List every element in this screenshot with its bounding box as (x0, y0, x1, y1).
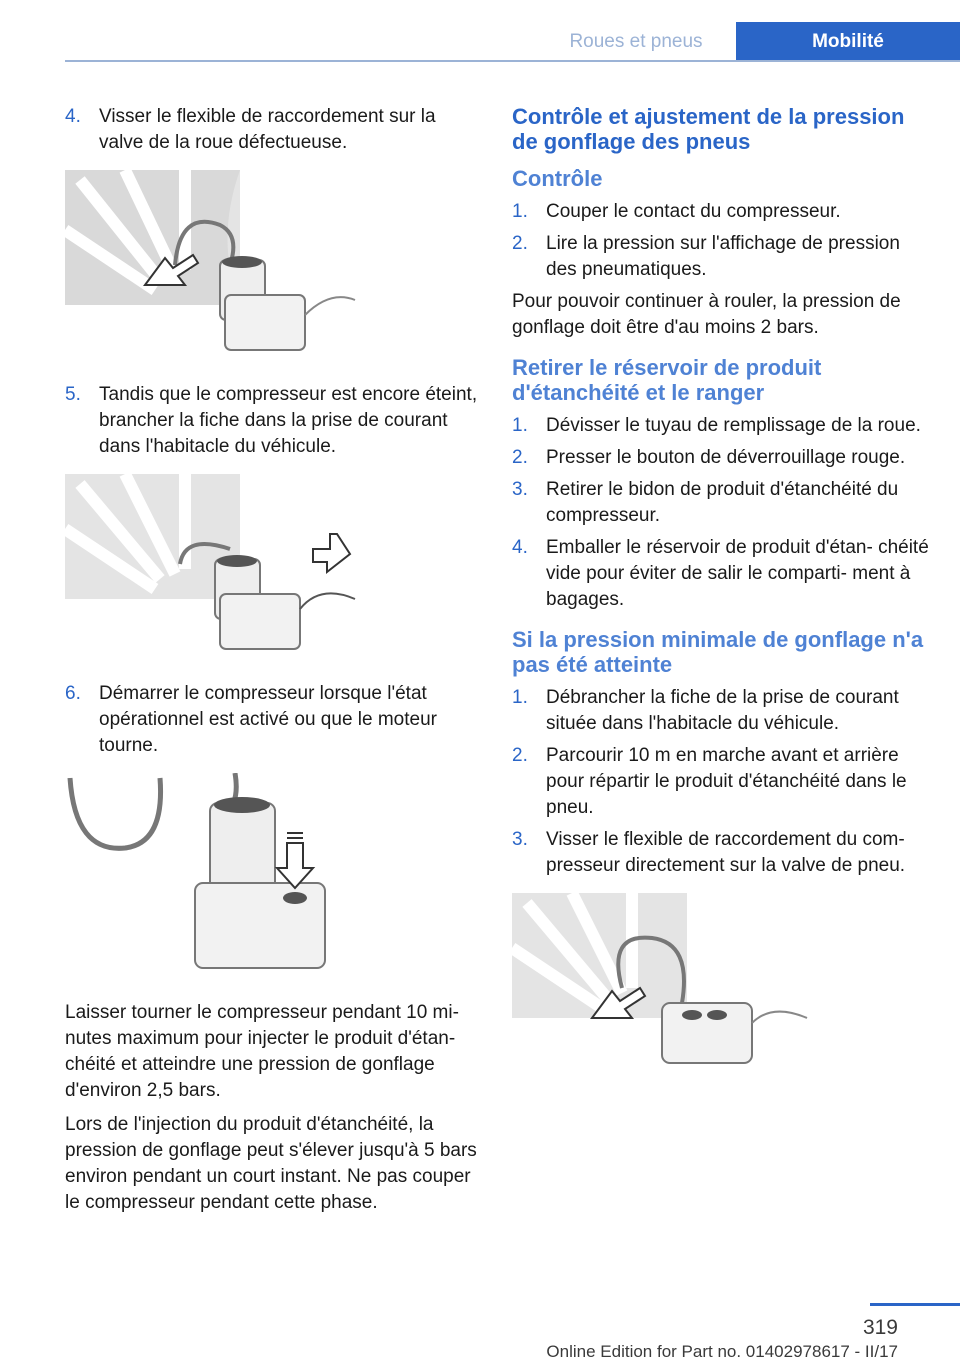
step-number: 2. (512, 745, 528, 766)
check-step-2: 2. Lire la pression sur l'affichage de p… (512, 231, 932, 283)
figure-hose-on-valve (65, 170, 480, 360)
edition-info: Online Edition for Part no. 01402978617 … (546, 1342, 898, 1361)
step-number: 6. (65, 683, 81, 704)
step-text: Visser le flexible de raccordement sur l… (99, 106, 436, 153)
step-number: 3. (512, 829, 528, 850)
step-number: 1. (512, 687, 528, 708)
step-number: 2. (512, 233, 528, 254)
paragraph-duration: Laisser tourner le compresseur pendant 1… (65, 1002, 459, 1101)
step-number: 5. (65, 384, 81, 405)
step-text: Tandis que le compresseur est encore éte… (99, 384, 478, 457)
illustration-compressor-direct (512, 893, 808, 1064)
figure-start-compressor (65, 773, 480, 978)
step-number: 3. (512, 479, 528, 500)
page-number: 319 (862, 1316, 898, 1339)
left-column: 4. Visser le flexible de raccordement su… (65, 104, 480, 1224)
pressure-step-2: 2. Parcourir 10 m en marche avant et arr… (512, 743, 932, 821)
section-heading: Contrôle et ajustement de la pression de… (512, 104, 905, 154)
paragraph-min-pressure: Pour pouvoir continuer à rouler, la pres… (512, 291, 901, 338)
step-text: Emballer le réservoir de produit d'étan‐… (546, 537, 929, 610)
step-number: 1. (512, 415, 528, 436)
subheading-remove-bottle: Retirer le réservoir de produit d'étanch… (512, 355, 822, 405)
step-text: Retirer le bidon de produit d'étanchéité… (546, 479, 899, 526)
illustration-compressor-button (67, 773, 326, 969)
pressure-step-3: 3. Visser le flexible de raccordement du… (512, 827, 932, 879)
step-5: 5. Tandis que le compresseur est encore … (65, 382, 480, 460)
step-text: Visser le flexible de raccordement du co… (546, 829, 906, 876)
remove-step-1: 1. Dévisser le tuyau de remplissage de l… (512, 413, 932, 439)
step-number: 4. (512, 537, 528, 558)
header-rule (65, 60, 960, 62)
step-text: Dévisser le tuyau de remplissage de la r… (546, 415, 921, 436)
figure-hose-direct-valve (512, 893, 932, 1083)
step-number: 4. (65, 106, 81, 127)
paragraph-pressure-peak: Lors de l'injection du produit d'étanché… (65, 1114, 477, 1213)
remove-step-4: 4. Emballer le réservoir de produit d'ét… (512, 535, 932, 613)
page-header: Roues et pneus Mobilité (65, 22, 960, 62)
illustration-compressor-plug (65, 474, 356, 650)
step-text: Lire la pression sur l'affichage de pres… (546, 233, 900, 280)
step-text: Presser le bouton de déverrouillage roug… (546, 447, 906, 468)
step-4: 4. Visser le flexible de raccordement su… (65, 104, 480, 156)
check-step-1: 1. Couper le contact du compresseur. (512, 199, 932, 225)
remove-step-2: 2. Presser le bouton de déverrouillage r… (512, 445, 932, 471)
step-number: 2. (512, 447, 528, 468)
right-column: Contrôle et ajustement de la pression de… (512, 104, 932, 1105)
subheading-min-pressure-not-reached: Si la pression minimale de gonflage n'a … (512, 627, 924, 677)
step-text: Couper le contact du compresseur. (546, 201, 841, 222)
illustration-wheel-compressor (65, 170, 356, 351)
step-number: 1. (512, 201, 528, 222)
remove-step-3: 3. Retirer le bidon de produit d'étanché… (512, 477, 932, 529)
step-text: Démarrer le compresseur lorsque l'état o… (99, 683, 437, 756)
subheading-check: Contrôle (512, 166, 603, 191)
figure-plug-in (65, 474, 480, 659)
step-6: 6. Démarrer le compresseur lorsque l'éta… (65, 681, 480, 759)
header-section-label: Roues et pneus (569, 31, 703, 52)
footer-rule (870, 1303, 960, 1306)
header-chapter-tab: Mobilité (736, 22, 960, 62)
pressure-step-1: 1. Débrancher la fiche de la prise de co… (512, 685, 932, 737)
step-text: Parcourir 10 m en marche avant et arrièr… (546, 745, 907, 818)
step-text: Débrancher la fiche de la prise de coura… (546, 687, 899, 734)
